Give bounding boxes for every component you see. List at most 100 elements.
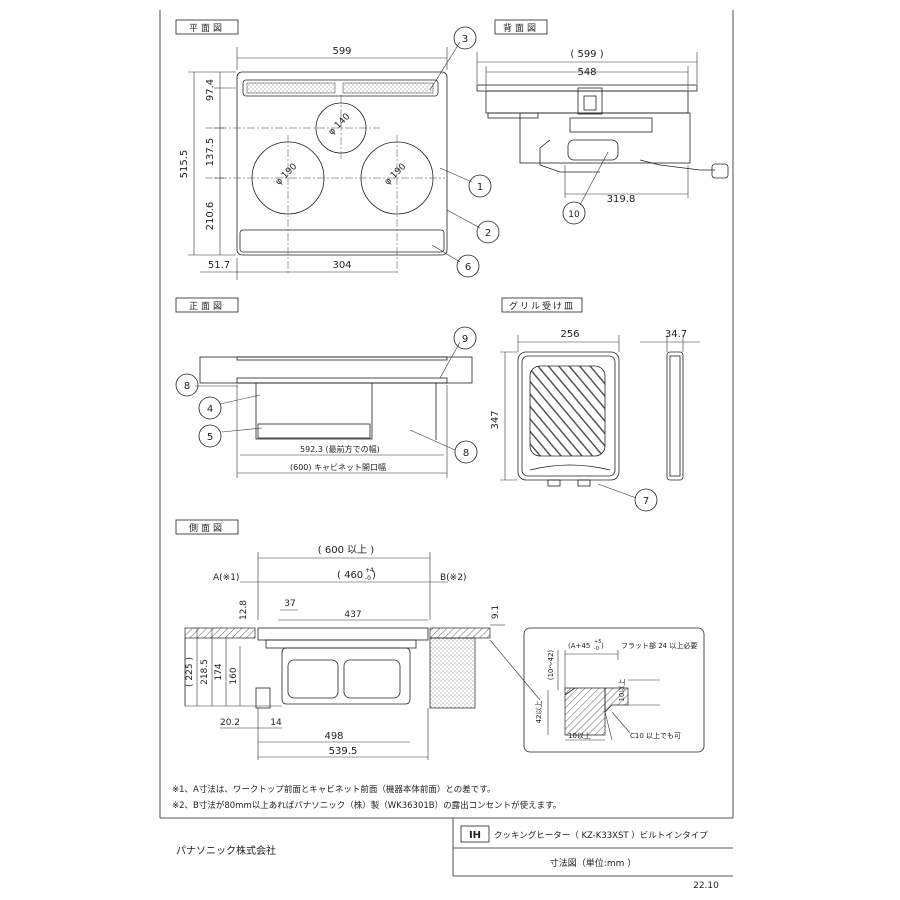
ih-label: IH <box>469 830 481 841</box>
detail-10h: 10以上 <box>568 731 591 740</box>
back-grill-box <box>569 117 653 133</box>
front-top-plate <box>236 356 448 361</box>
grill-foot-left <box>547 479 561 487</box>
front-grill-door <box>257 423 371 439</box>
front-view: 正面図 592.3 (最前方での幅) (600) キャビネット開口幅 <box>175 297 473 478</box>
back-cord <box>539 139 600 173</box>
grill-grate <box>529 365 606 457</box>
detail-a45-close: ) <box>601 642 604 650</box>
side-title: 側面図 <box>189 522 225 534</box>
back-title: 背面図 <box>503 22 539 34</box>
svg-text:8: 8 <box>184 381 190 392</box>
back-title-box <box>494 19 548 35</box>
side-160: 160 <box>229 667 239 684</box>
vent-left <box>246 82 336 94</box>
plan-left: 51.7 <box>208 260 230 271</box>
back-lower-body <box>519 112 691 164</box>
phi-left: φ 190 <box>274 162 300 188</box>
svg-text:10: 10 <box>568 210 580 220</box>
svg-text:8: 8 <box>463 448 469 459</box>
callout-8b: 8 <box>454 440 478 464</box>
svg-text:5: 5 <box>207 432 213 443</box>
detail-10v: 10以上 <box>617 679 626 702</box>
svg-text:4: 4 <box>207 404 213 415</box>
note-2: ※2、B寸法が80mm以上あればパナソニック（株）製（WK36301B）の露出コ… <box>172 800 561 811</box>
callout-9: 9 <box>453 326 477 350</box>
side-460-tol-minus: -0 <box>365 575 371 582</box>
plan-view: 平面図 599 φ 140 φ 190 φ 190 515.5 <box>175 19 481 280</box>
callout-4: 4 <box>198 396 222 420</box>
side-14: 14 <box>270 718 282 728</box>
worktop-left <box>184 627 256 639</box>
side-frame <box>265 639 417 649</box>
back-cable-loop <box>567 139 619 161</box>
detail-counter <box>604 687 629 713</box>
worktop-right <box>429 627 491 639</box>
plan-width: 599 <box>332 46 351 57</box>
grill-pan-rim <box>521 355 616 477</box>
plan-height: 515.5 <box>179 150 190 179</box>
grill-side-profile <box>666 351 684 481</box>
callout-3: 3 <box>453 26 477 50</box>
grill-foot-right <box>577 479 591 487</box>
side-grill-right <box>343 659 401 699</box>
plan-spacing: 304 <box>332 260 351 271</box>
detail-10-42: (10～42) <box>547 650 555 681</box>
detail-42: 42以上 <box>534 701 543 724</box>
side-37: 37 <box>284 599 295 609</box>
grill-side: 34.7 <box>665 329 687 340</box>
back-view: 背面図 ( 599 ) 548 319.8 <box>476 19 729 206</box>
grill-depth: 347 <box>490 410 501 429</box>
svg-text:9: 9 <box>462 334 468 345</box>
side-12-8: 12.8 <box>239 600 249 620</box>
grill-view: グリル受け皿 256 347 34.7 <box>490 297 700 499</box>
front-title: 正面図 <box>189 301 225 312</box>
plan-title: 平面図 <box>189 23 225 34</box>
side-225: ( 225 ) <box>185 657 195 687</box>
grill-title-box <box>501 297 583 313</box>
worktop <box>199 356 473 384</box>
side-437: 437 <box>344 610 361 620</box>
title-block: パナソニック株式会社 IH クッキングヒーター（ KZ-K33XST ）ビルトイ… <box>176 818 733 891</box>
svg-text:6: 6 <box>465 262 471 273</box>
callout-1: 1 <box>468 174 492 198</box>
callout-7: 7 <box>634 488 658 512</box>
back-connector-inner <box>583 95 597 111</box>
side-front-face <box>255 687 271 709</box>
side-498: 498 <box>324 731 343 742</box>
plan-d2: 137.5 <box>205 138 216 167</box>
back-offset: 319.8 <box>607 194 636 205</box>
side-title-box <box>175 519 239 535</box>
callout-6: 6 <box>456 254 480 278</box>
front-cabinet: (600) キャビネット開口幅 <box>290 462 386 472</box>
detail-frame <box>523 627 705 753</box>
detail-c10: C10 以上でも可 <box>630 731 681 740</box>
cabinet-wall <box>429 637 476 709</box>
side-460-close: ) <box>372 570 376 581</box>
grill-pan-outer <box>517 351 620 481</box>
callout-2: 2 <box>476 220 500 244</box>
svg-text:7: 7 <box>643 496 649 507</box>
side-view: 側面図 ( 600 以上 ) ( 460 +4 -0 ) A(※1) B(※2)… <box>175 519 541 760</box>
grill-width: 256 <box>560 329 579 340</box>
note-1: ※1、A寸法は、ワークトップ前面とキャビネット前面（機器本体前面）との差です。 <box>172 784 495 795</box>
back-connector <box>577 87 603 115</box>
doc-date: 22.10 <box>693 881 719 891</box>
control-panel <box>239 229 445 253</box>
side-top-plate <box>257 627 429 641</box>
plan-d3: 210.6 <box>205 202 216 231</box>
detail-flat: フラット部 24 以上必要 <box>621 641 697 650</box>
detail-wall <box>564 687 606 736</box>
back-inner: 548 <box>577 67 596 78</box>
svg-text:2: 2 <box>485 228 491 239</box>
front-body <box>255 382 373 440</box>
back-rail <box>487 112 539 119</box>
back-cord-end <box>639 159 715 171</box>
callout-10: 10 <box>562 201 586 225</box>
side-460-tol-plus: +4 <box>365 567 374 574</box>
top-plate <box>236 71 448 256</box>
grill-handle <box>529 464 611 471</box>
side-174: 174 <box>214 663 224 680</box>
sheet-frame <box>159 10 734 819</box>
